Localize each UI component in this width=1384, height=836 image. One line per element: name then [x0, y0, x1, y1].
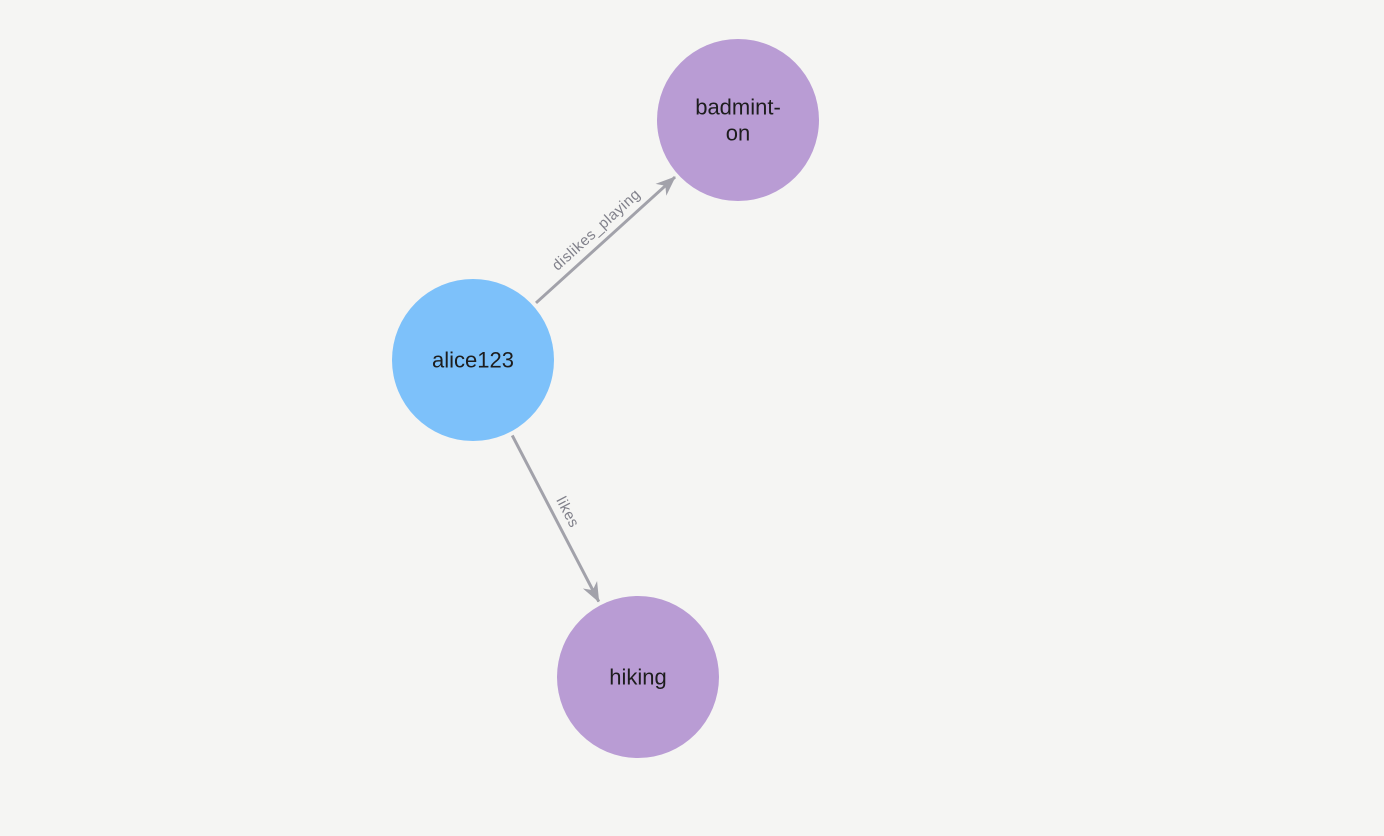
- edge-label: likes: [552, 494, 582, 531]
- graph-node-alice123: alice123: [392, 279, 554, 441]
- graph-edge: likes: [510, 434, 601, 603]
- node-circle-badminton[interactable]: [657, 39, 819, 201]
- node-circle-alice123[interactable]: [392, 279, 554, 441]
- edge-line-alice123-hiking[interactable]: [510, 434, 601, 603]
- graph-node-badminton: badmint-on: [657, 39, 819, 201]
- edge-label: dislikes_playing: [549, 186, 644, 275]
- edge-line-alice123-badminton[interactable]: [534, 175, 677, 305]
- node-circle-hiking[interactable]: [557, 596, 719, 758]
- graph-node-hiking: hiking: [557, 596, 719, 758]
- nodes-layer: alice123 badmint-on hiking: [392, 39, 819, 758]
- graph-edge: dislikes_playing: [534, 175, 677, 305]
